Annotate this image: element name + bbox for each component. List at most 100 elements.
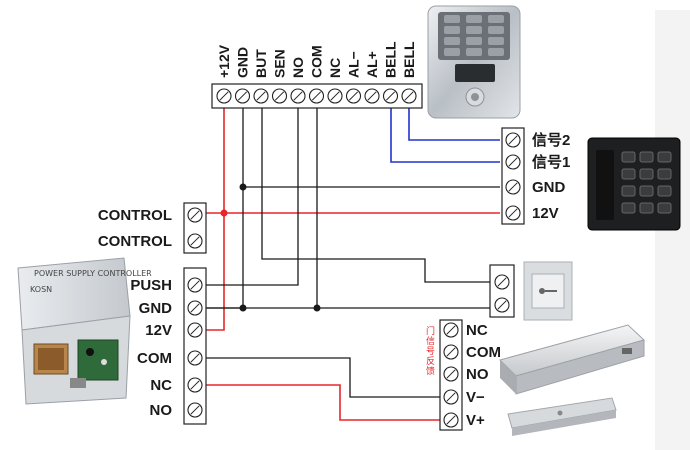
junction-dot <box>239 183 247 191</box>
top-terminal-label: AL+ <box>364 51 380 78</box>
junction-dot <box>239 304 247 312</box>
wire-but-exit <box>261 108 490 283</box>
terminal-screw <box>290 88 306 104</box>
top-terminal-label: +12V <box>216 44 232 78</box>
top-terminal-label: BELL <box>401 41 417 78</box>
door-feedback-note-char: 馈 <box>426 365 435 377</box>
terminal-screw <box>216 88 232 104</box>
terminal-screw <box>505 132 521 148</box>
top-terminal-label: NC <box>327 58 343 78</box>
terminal-screw <box>187 322 203 338</box>
keypad-key <box>488 26 504 34</box>
door-feedback-note-char: 号 <box>426 346 435 357</box>
terminal-screw <box>187 377 203 393</box>
lock-terminal-label: COM <box>466 344 501 361</box>
terminal-screw <box>271 88 288 104</box>
keypad-key <box>621 168 636 180</box>
keypad-key <box>639 185 654 197</box>
psu-terminal-label: NO <box>150 402 173 419</box>
terminal-screw <box>187 350 203 366</box>
junction-dot <box>313 304 321 312</box>
keypad-key <box>488 15 504 23</box>
wire-nc-vplus <box>205 384 440 421</box>
terminal-screw <box>308 88 325 104</box>
terminal-screw <box>253 88 269 104</box>
wire-com-vminus <box>205 357 440 398</box>
psu-device-label: POWER SUPPLY CONTROLLER <box>34 269 152 278</box>
keypad-key <box>444 15 460 23</box>
terminal-screw <box>443 322 459 338</box>
keypad-key <box>444 26 460 34</box>
keypad-key <box>466 48 482 56</box>
bell-terminal-label: 12V <box>532 205 559 222</box>
top-terminal-label: SEN <box>272 49 288 78</box>
wire-bell-1 <box>390 108 500 163</box>
terminal-screw <box>494 274 510 290</box>
keypad-key <box>466 15 482 23</box>
top-terminal-label: NO <box>290 57 306 78</box>
door-feedback-note-char: 门 <box>426 325 435 337</box>
keypad-key <box>657 151 672 163</box>
wires <box>205 108 500 421</box>
keypad-key <box>621 151 636 163</box>
door-feedback-note-char: 信 <box>426 335 435 347</box>
keypad-reader-image <box>427 5 521 119</box>
terminal-screw <box>187 402 203 418</box>
bell-terminal-label: GND <box>532 179 566 196</box>
bell-terminal-label: 信号2 <box>532 131 570 149</box>
door-feedback-note-char: 反 <box>426 356 435 367</box>
keypad-key <box>657 185 672 197</box>
keypad-key <box>488 37 504 45</box>
bell-terminal-label: 信号1 <box>532 153 570 171</box>
terminal-screw <box>505 179 521 195</box>
terminal-screw <box>443 366 459 382</box>
black-keypad-image <box>587 137 681 231</box>
terminal-screw <box>505 154 521 170</box>
psu-terminal-label: PUSH <box>130 277 172 294</box>
lock-terminal-label: V+ <box>466 412 485 429</box>
terminal-screw <box>443 412 459 428</box>
junction-dot <box>220 209 228 217</box>
keypad-key <box>466 37 482 45</box>
top-terminal-label: BUT <box>253 49 269 78</box>
wire-12v-psu <box>205 108 225 331</box>
terminal-screw <box>345 88 362 104</box>
top-terminal-label: BELL <box>383 41 399 78</box>
terminal-screw <box>401 88 417 104</box>
terminal-screw <box>187 277 203 293</box>
top-terminal-label: GND <box>235 47 251 78</box>
keypad-key <box>621 185 636 197</box>
keypad-key <box>488 48 504 56</box>
control-terminal-label: CONTROL <box>98 207 172 224</box>
psu-terminal-label: GND <box>139 300 173 317</box>
terminal-screw <box>364 88 380 104</box>
power-supply-image: POWER SUPPLY CONTROLLER KOSN <box>17 257 152 405</box>
terminal-screw <box>187 207 203 223</box>
doorbell-terminal-block <box>501 127 525 225</box>
terminal-screw <box>494 297 510 313</box>
keypad-key <box>639 168 654 180</box>
keypad-key <box>657 168 672 180</box>
terminal-screw <box>382 88 399 104</box>
keypad-key <box>639 151 654 163</box>
wire-no-push <box>205 108 299 286</box>
psu-brand-label: KOSN <box>30 285 52 294</box>
top-terminal-label: AL− <box>346 51 362 78</box>
control-terminal-label: CONTROL <box>98 233 172 250</box>
terminal-screw <box>187 300 203 316</box>
top-terminal-label: COM <box>309 45 325 78</box>
terminal-screw <box>443 389 459 405</box>
terminal-screw <box>327 88 343 104</box>
terminal-screw <box>505 205 521 221</box>
exit-button-image <box>523 261 573 321</box>
terminal-screw <box>234 88 251 104</box>
keypad-key <box>639 202 654 214</box>
keypad-key <box>444 37 460 45</box>
lock-terminal-label: V− <box>466 389 485 406</box>
psu-terminal-label: COM <box>137 350 172 367</box>
keypad-key <box>657 202 672 214</box>
keypad-key <box>466 26 482 34</box>
psu-terminal-label: 12V <box>145 322 172 339</box>
wire-bell-2 <box>408 108 500 141</box>
